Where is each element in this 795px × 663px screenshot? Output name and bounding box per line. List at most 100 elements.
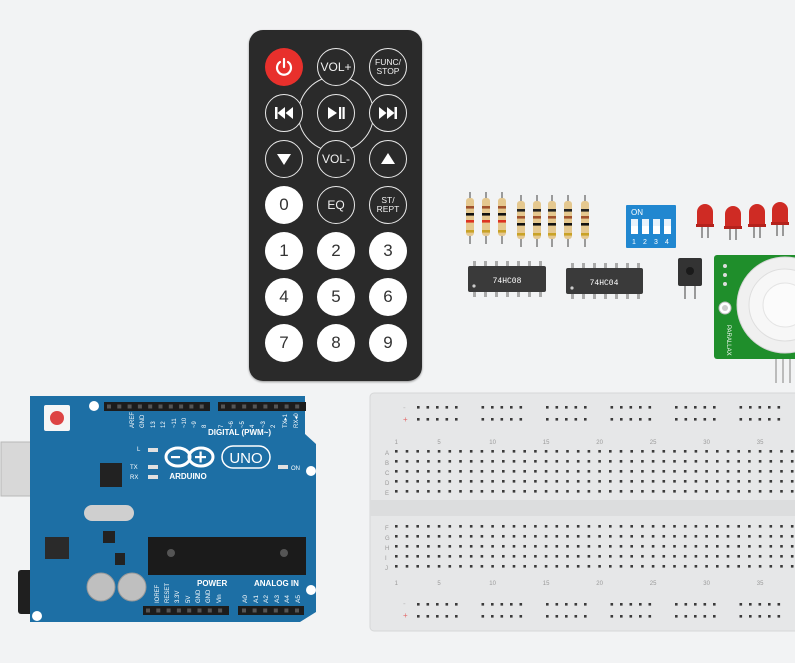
remote-button-6[interactable]: 6 xyxy=(369,278,407,316)
analog-pin-label: A0 xyxy=(242,595,249,603)
remote-button-vol-[interactable]: VOL- xyxy=(317,140,355,178)
pir-sensor[interactable]: PARALLAX xyxy=(714,255,795,383)
remote-button-5[interactable]: 5 xyxy=(317,278,355,316)
power-label: POWER xyxy=(197,579,227,588)
remote-button-4[interactable]: 4 xyxy=(265,278,303,316)
led[interactable] xyxy=(749,204,765,226)
leds[interactable] xyxy=(696,202,789,240)
power-pin-label: 3.3V xyxy=(175,591,181,603)
skip-forward-button[interactable] xyxy=(369,94,407,132)
dip-switch-number: 4 xyxy=(665,239,669,246)
rail-plus-top: + xyxy=(403,415,408,424)
remote-button-eq[interactable]: EQ xyxy=(317,186,355,224)
up-arrow-button[interactable] xyxy=(369,140,407,178)
remote-button-label: 6 xyxy=(383,287,393,306)
power-pin-label: 5V xyxy=(186,596,192,603)
dip-switch-key[interactable] xyxy=(653,219,660,234)
arduino-logo-text: ARDUINO xyxy=(169,472,206,481)
pir-label: PARALLAX xyxy=(725,325,731,356)
remote-button-2[interactable]: 2 xyxy=(317,232,355,270)
column-number: 10 xyxy=(489,581,496,587)
column-number: 20 xyxy=(596,581,603,587)
led[interactable] xyxy=(772,202,788,224)
rail-minus-bottom: - xyxy=(403,599,406,608)
arduino-logo-icon xyxy=(164,446,215,468)
pushbutton[interactable] xyxy=(678,258,702,299)
remote-button-vol+[interactable]: VOL+ xyxy=(317,48,355,86)
dip-switch-number: 3 xyxy=(654,239,658,246)
dip-switch-key[interactable] xyxy=(642,219,649,234)
chip-74hc04[interactable]: 74HC04 xyxy=(566,263,643,299)
column-number: 30 xyxy=(703,581,710,587)
remote-button-0[interactable]: 0 xyxy=(265,186,303,224)
column-number: 20 xyxy=(596,440,603,446)
pin-label: GND xyxy=(140,414,146,428)
remote-button-label: 5 xyxy=(331,287,341,306)
column-number: 25 xyxy=(650,581,657,587)
row-letter: G xyxy=(385,536,390,542)
remote-button-st-rept[interactable]: ST/ REPT xyxy=(369,186,407,224)
remote-button-1[interactable]: 1 xyxy=(265,232,303,270)
play-pause-button[interactable] xyxy=(317,94,355,132)
dip-switch-label: ON xyxy=(631,208,643,217)
dip-switch-number: 2 xyxy=(643,239,647,246)
remote-button-3[interactable]: 3 xyxy=(369,232,407,270)
pin-label: ~10 xyxy=(182,417,188,428)
row-letter: B xyxy=(385,461,389,467)
column-number: 30 xyxy=(703,440,710,446)
chip-74hc08[interactable]: 74HC08 xyxy=(468,261,546,297)
column-number: 1 xyxy=(395,581,399,587)
power-button[interactable] xyxy=(265,48,303,86)
analog-pin-label: A3 xyxy=(274,595,281,603)
dip-switch-number: 1 xyxy=(632,239,636,246)
analog-pin-label: A5 xyxy=(295,595,302,603)
remote-button-func-stop[interactable]: FUNC/ STOP xyxy=(369,48,407,86)
power-pin-label: GND xyxy=(196,589,202,603)
analog-pin-label: A4 xyxy=(284,595,291,603)
pin-label: ~11 xyxy=(172,418,178,428)
pin-label: ~3 xyxy=(261,420,267,428)
column-number: 5 xyxy=(437,581,441,587)
skip-back-button[interactable] xyxy=(265,94,303,132)
pin-label: 7 xyxy=(219,424,225,428)
remote-button-7[interactable]: 7 xyxy=(265,324,303,362)
on-led-label: ON xyxy=(291,466,300,472)
led[interactable] xyxy=(725,206,741,228)
skip-forward-icon xyxy=(378,106,398,120)
resistors[interactable] xyxy=(466,192,589,247)
pin-label: RX◂0 xyxy=(294,413,300,428)
down-arrow-button[interactable] xyxy=(265,140,303,178)
column-number: 15 xyxy=(543,581,550,587)
remote-button-label: 9 xyxy=(383,333,393,352)
column-number: 5 xyxy=(437,440,441,446)
chip-label-1: 74HC08 xyxy=(493,277,522,286)
chip-label-2: 74HC04 xyxy=(590,279,619,288)
pin-label: 13 xyxy=(151,421,157,428)
power-pin-label: IOREF xyxy=(155,584,161,603)
dip-switch-key[interactable] xyxy=(664,219,671,234)
led[interactable] xyxy=(697,204,713,226)
remote-button-label: 7 xyxy=(279,333,289,352)
analog-pin-label: A2 xyxy=(263,595,270,603)
row-letter: I xyxy=(385,556,387,562)
column-number: 1 xyxy=(395,440,399,446)
remote-button-label: 0 xyxy=(279,195,289,214)
remote-button-label: FUNC/ STOP xyxy=(375,57,401,76)
remote-button-8[interactable]: 8 xyxy=(317,324,355,362)
power-pin-label: Vin xyxy=(217,594,223,603)
remote-button-label: VOL- xyxy=(321,152,350,166)
dip-switch-key[interactable] xyxy=(631,219,638,234)
pin-label: 2 xyxy=(271,424,277,428)
column-number: 25 xyxy=(650,440,657,446)
remote-button-label: VOL+ xyxy=(320,60,352,74)
column-number: 10 xyxy=(489,440,496,446)
pin-label: 4 xyxy=(250,424,256,428)
remote-button-9[interactable]: 9 xyxy=(369,324,407,362)
remote-button-label: 8 xyxy=(331,333,341,352)
pin-label: ~5 xyxy=(240,420,246,428)
